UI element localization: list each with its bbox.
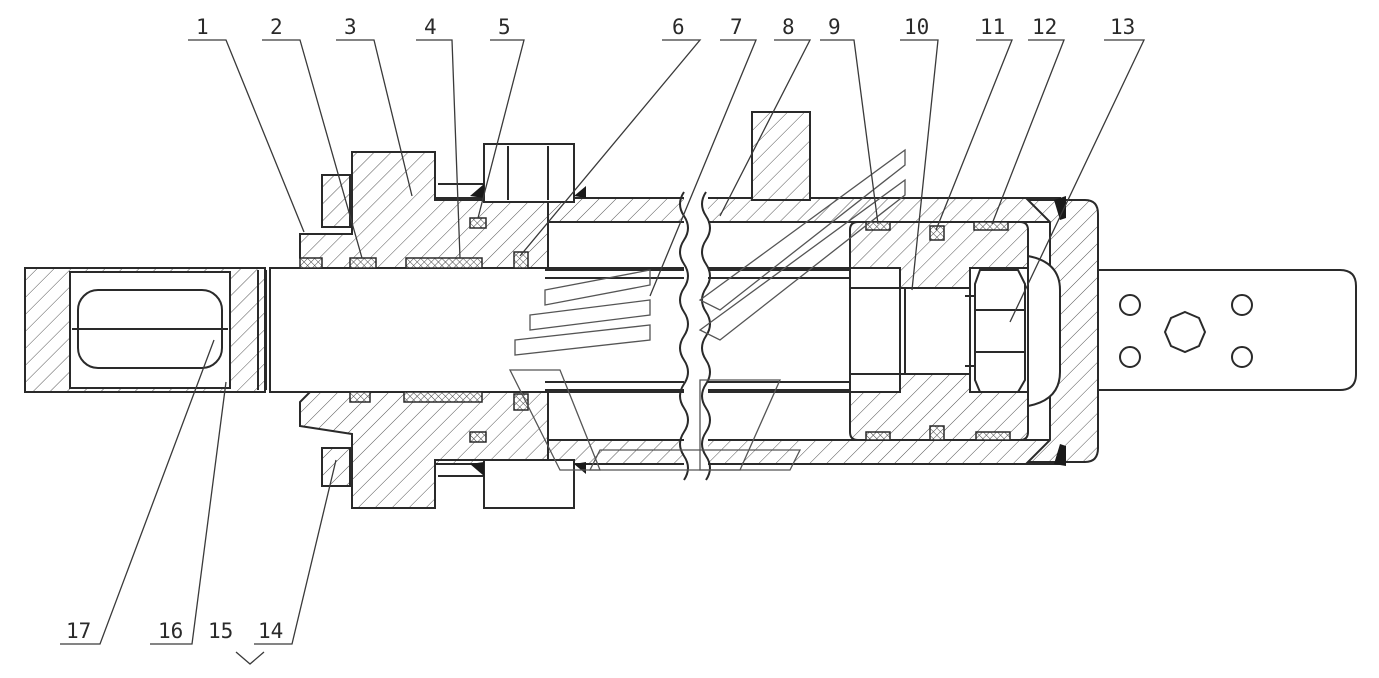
- piston: [849, 221, 1029, 441]
- callout-7: 7: [730, 15, 743, 39]
- callout-11: 11: [980, 15, 1005, 39]
- callout-1: 1: [196, 15, 209, 39]
- callout-15: 15: [208, 619, 233, 643]
- callout-12: 12: [1032, 15, 1057, 39]
- callout-17: 17: [66, 619, 91, 643]
- watermark: [508, 148, 906, 471]
- callout-4: 4: [424, 15, 437, 39]
- hex-nut: [965, 269, 1026, 393]
- gland-head: [299, 143, 586, 509]
- callout-8: 8: [782, 15, 795, 39]
- leader-lines-bottom: [60, 339, 337, 665]
- callout-6: 6: [672, 15, 685, 39]
- callout-3: 3: [344, 15, 357, 39]
- callout-labels-top: 1 2 3 4 5 6 7 8 9 10 11 12 13: [196, 15, 1135, 39]
- callout-labels-bottom: 17 16 15 14: [66, 619, 283, 643]
- callout-16: 16: [158, 619, 183, 643]
- callout-2: 2: [270, 15, 283, 39]
- end-cap: [1025, 196, 1357, 466]
- callout-10: 10: [904, 15, 929, 39]
- callout-14: 14: [258, 619, 283, 643]
- leader-lines-top: [188, 39, 1146, 323]
- mounting-bracket: [751, 111, 811, 201]
- callout-13: 13: [1110, 15, 1135, 39]
- callout-9: 9: [828, 15, 841, 39]
- callout-5: 5: [498, 15, 511, 39]
- rod-eye: [24, 267, 267, 393]
